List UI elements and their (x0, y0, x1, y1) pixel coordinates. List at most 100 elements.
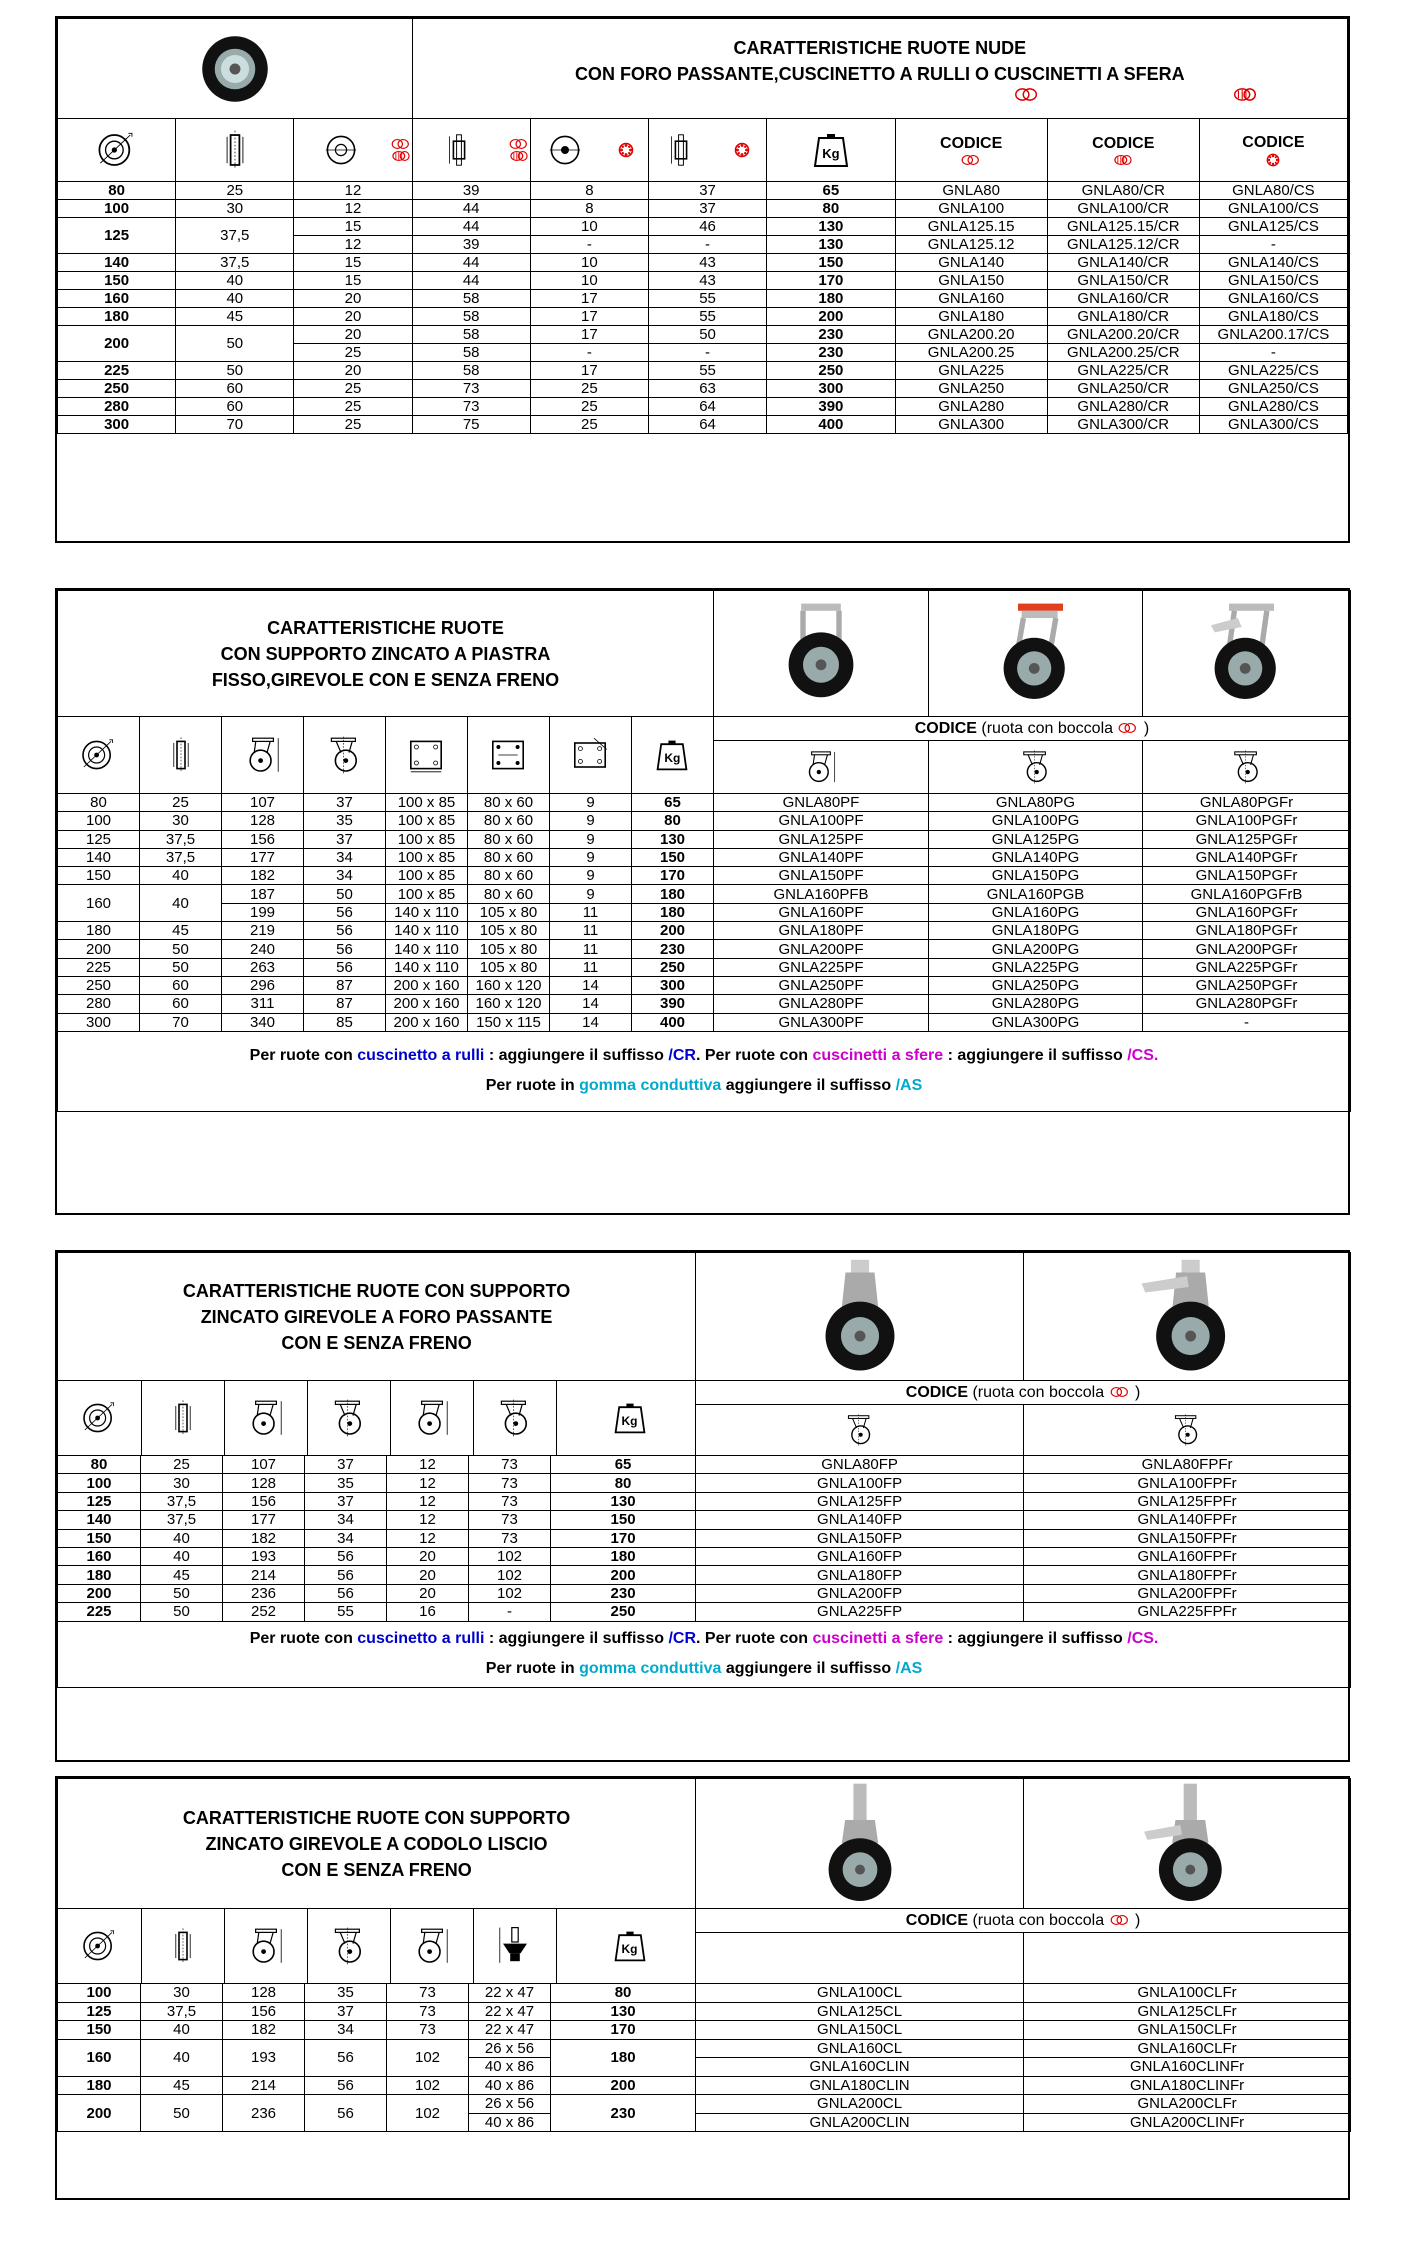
table-cell: 214 (222, 1565, 305, 1585)
table-cell: GNLA100/CR (1046, 199, 1200, 218)
table-cell: 140 (57, 847, 140, 868)
table-cell: GNLA200CLFr (1023, 2094, 1352, 2114)
table-cell: 25 (293, 343, 413, 362)
table-cell: GNLA160CLIN (695, 2057, 1025, 2077)
table-cell: GNLA200FP (695, 1583, 1025, 1604)
table-cell: 9 (549, 866, 632, 886)
note-roller: cuscinetto a rulli (357, 1047, 485, 1065)
table-cell: 160 x 120 (467, 994, 550, 1014)
table-cell: GNLA225PF (713, 957, 929, 977)
bolt-brake-caster-photo (1023, 1252, 1352, 1381)
table-cell: 64 (647, 397, 768, 416)
table-cell: 17 (529, 361, 649, 380)
table-cell: GNLA200.20/CR (1046, 325, 1200, 344)
table-cell: 50 (140, 1583, 223, 1604)
codice-header: CODICE (ruota con boccola ) (695, 1907, 1352, 1934)
table-cell: 102 (468, 1583, 551, 1604)
table-cell: GNLA225 (894, 361, 1048, 380)
table-cell: GNLA140FPFr (1023, 1510, 1352, 1530)
note-text: Per ruote con (249, 1630, 358, 1648)
table-cell: 73 (411, 379, 531, 398)
table-cell: 10 (529, 217, 649, 236)
table-cell: 12 (386, 1510, 469, 1530)
table-cell: 65 (631, 792, 714, 813)
table-cell: 40 (175, 289, 295, 308)
table-cell: 20 (293, 325, 413, 344)
load-kg-icon: Kg (557, 1381, 696, 1455)
table-cell: 100 x 85 (385, 884, 468, 904)
table-cell: 100 x 85 (385, 829, 468, 849)
swivel-brake-type-icon (1023, 1404, 1352, 1456)
table-cell: GNLA180/CR (1046, 307, 1200, 326)
table-cell: 230 (549, 1583, 697, 1604)
codice-note-close: ) (1139, 719, 1150, 737)
table-cell: 34 (303, 847, 386, 868)
table-cell: GNLA180PF (713, 921, 929, 941)
table-cell: 17 (529, 307, 649, 326)
table-cell: 80 (631, 811, 714, 831)
table-cell: 58 (411, 325, 531, 344)
table-cell: 37 (647, 199, 768, 218)
bushing-icon (1109, 1914, 1131, 1926)
table-cell: GNLA125PGFr (1142, 829, 1351, 849)
table-cell: 300 (57, 1012, 140, 1032)
table-cell: 311 (221, 994, 304, 1014)
table-cell: 40 (140, 2020, 223, 2040)
table-cell: 40 (175, 271, 295, 290)
table-cell: 45 (140, 2075, 223, 2095)
table-cell: 73 (468, 1510, 551, 1530)
table-cell: 22 x 47 (468, 2020, 551, 2040)
wheel-diameter-icon (56, 118, 177, 182)
table-cell: 156 (222, 2001, 305, 2021)
table-cell: 199 (221, 902, 304, 923)
table-cell: 200 x 160 (385, 1012, 468, 1032)
table-cell: GNLA280PF (713, 994, 929, 1014)
table-cell: GNLA140PF (713, 847, 929, 868)
table-cell: 55 (647, 289, 768, 308)
table-cell: GNLA160PGFrB (1142, 884, 1351, 904)
table-cell: 11 (549, 957, 632, 977)
table-cell: GNLA160PFB (713, 884, 929, 904)
table-cell: GNLA160PF (713, 902, 929, 923)
table-cell: GNLA150 (894, 271, 1048, 290)
section-bolt-hole-casters: CARATTERISTICHE RUOTE CON SUPPORTO ZINCA… (55, 1250, 1352, 1762)
swivel-radius-icon (473, 1381, 557, 1455)
table-cell: 250 (631, 957, 714, 977)
table-cell: 60 (175, 379, 295, 398)
table-cell: 296 (221, 975, 304, 996)
note-text: : aggiungere il suffisso (943, 1047, 1128, 1065)
table-cell: 80 x 60 (467, 884, 550, 904)
table-cell: GNLA140 (894, 253, 1048, 272)
table-cell: 390 (766, 397, 896, 416)
table-cell: GNLA160 (894, 289, 1048, 308)
table-cell: GNLA200PF (713, 939, 929, 959)
hub-length-ball-icon (647, 118, 768, 182)
section-stem-casters: CARATTERISTICHE RUOTE CON SUPPORTO ZINCA… (55, 1776, 1352, 2200)
table-cell: GNLA280/CS (1198, 397, 1349, 416)
table-cell: 40 (139, 884, 222, 923)
table-cell: 73 (468, 1491, 551, 1512)
table-cell: 25 (529, 379, 649, 398)
table-cell: 12 (386, 1491, 469, 1512)
table-cell: 160 (57, 2038, 141, 2077)
table-cell: 63 (647, 379, 768, 398)
offset-icon (303, 717, 386, 793)
table-cell: 70 (139, 1012, 222, 1032)
wheel-diameter-icon (58, 717, 141, 793)
table-cell: 56 (303, 957, 386, 977)
table-cell: 20 (386, 1583, 469, 1604)
note-suffix-cs: /CS (1127, 1630, 1154, 1648)
wheel-width-icon (175, 118, 295, 182)
note-text: . Per ruote con (696, 1630, 813, 1648)
